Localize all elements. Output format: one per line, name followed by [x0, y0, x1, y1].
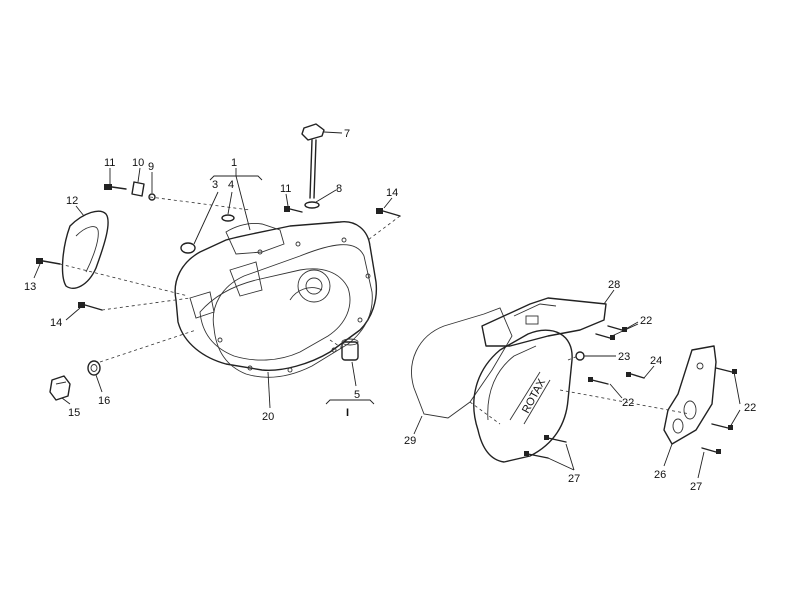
- callout-14-top: 14: [386, 187, 398, 199]
- seal-3: [180, 242, 196, 254]
- deflector-12: [61, 210, 109, 289]
- washer-9: [148, 193, 156, 201]
- callout-8: 8: [336, 183, 342, 195]
- callout-14-left: 14: [50, 317, 62, 329]
- callout-10: 10: [132, 157, 144, 169]
- bolt-11-right: [284, 206, 303, 213]
- cover-brand-text: ROTAX: [520, 376, 548, 415]
- chain-guard-26: [663, 345, 717, 445]
- callout-22-top: 22: [640, 315, 652, 327]
- plate-28: [481, 297, 607, 347]
- washer-8: [304, 201, 320, 209]
- o-ring-4: [221, 214, 235, 222]
- callout-24: 24: [650, 355, 662, 367]
- oil-dipstick-7: [301, 123, 325, 199]
- callout-4: 4: [228, 179, 234, 191]
- callout-I: I: [346, 407, 349, 419]
- callout-13: 13: [24, 281, 36, 293]
- callout-labels: 1 3 4 5 7 8 9 10 11 11 12 13 14 14 15 16…: [24, 128, 756, 493]
- callout-16: 16: [98, 395, 110, 407]
- clip-10: [131, 181, 145, 197]
- clutch-cover: [174, 221, 378, 372]
- callout-22-mid: 22: [622, 397, 634, 409]
- callout-7: 7: [344, 128, 350, 140]
- callout-leaders: [33, 131, 741, 479]
- callout-26: 26: [654, 469, 666, 481]
- callout-11-right: 11: [280, 183, 291, 195]
- callout-27-right: 27: [690, 481, 702, 493]
- bolt-13: [36, 258, 61, 265]
- callout-23: 23: [618, 351, 630, 363]
- callout-20: 20: [262, 411, 274, 423]
- seal-16: [87, 360, 101, 376]
- cover-gasket-20: [212, 237, 373, 378]
- plug-15: [49, 375, 71, 401]
- bolt-14-left: [78, 302, 103, 311]
- callout-11-left: 11: [104, 157, 115, 169]
- callout-9: 9: [148, 161, 154, 173]
- dowel-5: [341, 338, 359, 361]
- callout-5: 5: [354, 389, 360, 401]
- callout-12: 12: [66, 195, 78, 207]
- callout-27-left: 27: [568, 473, 580, 485]
- washer-23: [575, 351, 585, 361]
- bolts-27-group: [524, 435, 721, 459]
- callout-15: 15: [68, 407, 80, 419]
- callout-28: 28: [608, 279, 620, 291]
- callout-29: 29: [404, 435, 416, 447]
- ignition-cover: ROTAX: [473, 329, 573, 463]
- bolt-11-left: [104, 184, 127, 190]
- callout-3: 3: [212, 179, 218, 191]
- cover-gasket-29: [411, 307, 513, 419]
- bolt-24: [626, 372, 645, 379]
- bolt-14-top: [376, 208, 401, 217]
- callout-1: 1: [231, 157, 237, 169]
- right-dash-guides: [469, 355, 691, 425]
- left-dash-guides: [59, 196, 401, 363]
- callout-22-right: 22: [744, 402, 756, 414]
